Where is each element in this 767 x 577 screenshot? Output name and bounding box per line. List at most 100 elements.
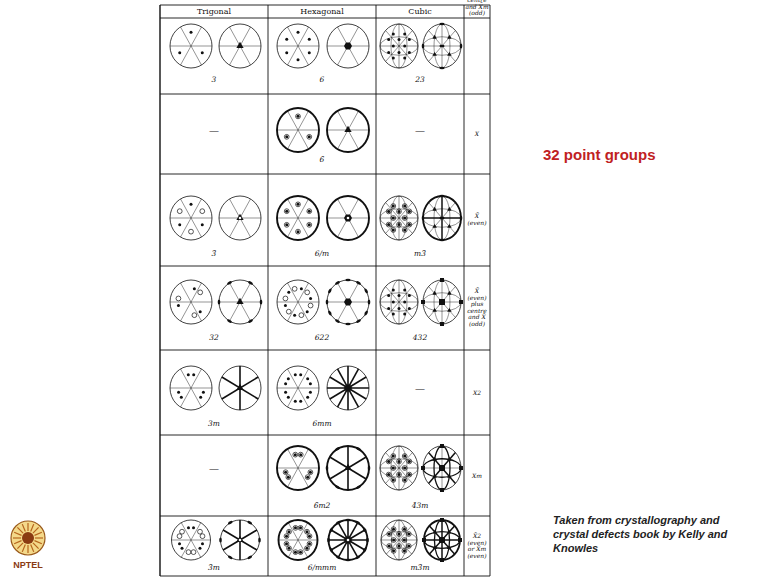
drawing-part xyxy=(27,545,28,553)
rotation-axis-symbol xyxy=(432,207,437,211)
fourfold-symbol xyxy=(439,299,445,305)
upper-pole xyxy=(287,291,290,294)
symmetry-line xyxy=(429,526,454,554)
point-group-symbol: 6/m xyxy=(315,250,329,258)
symmetry-line xyxy=(223,530,257,550)
primitive-circle xyxy=(170,280,212,324)
lower-pole xyxy=(397,459,402,464)
lower-pole xyxy=(298,550,303,555)
upper-pole xyxy=(297,115,300,118)
lower-pole xyxy=(391,527,396,532)
upper-pole xyxy=(398,38,401,41)
upper-pole xyxy=(187,373,190,376)
table-rule xyxy=(376,5,377,576)
upper-pole xyxy=(297,230,300,233)
upper-pole xyxy=(285,38,288,41)
rotation-axis-symbol xyxy=(447,207,452,211)
upper-pole xyxy=(392,312,395,315)
pole-stereogram xyxy=(170,196,212,240)
lower-pole xyxy=(402,454,407,459)
point-group-symbol: m3̄ xyxy=(414,250,426,258)
great-circle xyxy=(380,209,418,227)
upper-pole xyxy=(285,542,288,545)
primitive-circle xyxy=(277,108,319,152)
symmetry-stereogram xyxy=(422,518,462,562)
pole-stereogram xyxy=(277,280,319,324)
upper-pole xyxy=(398,223,401,226)
fourfold-symbol xyxy=(422,538,426,542)
lower-pole xyxy=(407,459,412,464)
symmetry-line xyxy=(429,202,456,233)
source-caption: Taken from crystallography and crystal d… xyxy=(553,514,738,555)
point-group-symbol: 6̄m2 xyxy=(314,502,331,510)
upper-pole xyxy=(392,467,395,470)
centre-symbol xyxy=(239,539,242,542)
rotation-axis-symbol xyxy=(447,474,452,478)
twofold-symbol xyxy=(364,288,369,294)
upper-pole xyxy=(306,476,309,479)
rotation-axis-symbol xyxy=(433,530,438,534)
point-group-symbol: 6̄ xyxy=(320,156,325,164)
upper-pole xyxy=(387,223,390,226)
pole-stereogram xyxy=(277,366,319,410)
upper-pole xyxy=(392,455,395,458)
rotation-axis-symbol xyxy=(432,457,437,461)
empty-cell-dash: — xyxy=(415,383,425,394)
symmetry-line xyxy=(230,199,251,237)
twofold-symbol xyxy=(356,319,362,324)
upper-pole xyxy=(392,33,395,36)
drawing-part xyxy=(22,544,25,551)
lower-pole xyxy=(308,470,313,475)
primitive-circle xyxy=(277,24,319,68)
lower-pole xyxy=(407,209,412,214)
symmetry-line xyxy=(429,452,456,483)
symmetry-line xyxy=(288,283,309,321)
upper-pole xyxy=(288,530,291,533)
upper-pole xyxy=(407,532,410,535)
lower-pole xyxy=(386,459,391,464)
upper-pole xyxy=(285,210,288,213)
rotation-axis-symbol xyxy=(236,384,243,390)
upper-pole xyxy=(192,526,195,529)
upper-pole xyxy=(297,203,300,206)
symmetry-line xyxy=(429,452,456,483)
drawing-part xyxy=(34,532,41,535)
lower-pole xyxy=(292,286,297,291)
upper-pole xyxy=(392,478,395,481)
upper-pole xyxy=(408,294,411,297)
symmetry-line xyxy=(338,199,359,237)
drawing-part xyxy=(22,524,25,531)
lower-pole xyxy=(307,134,312,139)
row-rule-label: X2 or Xm plus centre and X̄m (odd) xyxy=(465,0,490,16)
primitive-circle xyxy=(327,280,369,324)
primitive-circle xyxy=(329,520,368,560)
symmetry-line xyxy=(222,377,258,399)
twofold-symbol xyxy=(248,319,254,324)
table-rule xyxy=(160,435,490,436)
lower-pole xyxy=(286,309,291,314)
upper-pole xyxy=(299,453,302,456)
lower-pole xyxy=(402,527,407,532)
point-group-symbol: 3̄ xyxy=(212,250,217,258)
symmetry-line xyxy=(288,27,309,65)
drawing-part xyxy=(22,532,34,544)
primitive-circle xyxy=(380,280,418,324)
twofold-symbol xyxy=(335,485,341,490)
twofold-symbol xyxy=(460,43,463,48)
row-rule-label: X̄2 (even) or X̄m (even) xyxy=(465,533,490,559)
upper-pole xyxy=(199,310,202,313)
lower-pole xyxy=(407,222,412,227)
lower-pole xyxy=(177,534,182,539)
upper-pole xyxy=(181,547,184,550)
upper-pole xyxy=(403,228,406,231)
upper-pole xyxy=(309,391,312,394)
lower-pole xyxy=(397,532,402,537)
primitive-circle xyxy=(327,196,369,240)
lower-pole xyxy=(391,204,396,209)
symmetry-line xyxy=(386,452,413,483)
symmetry-line xyxy=(219,218,261,219)
point-group-symbol: 32 xyxy=(209,334,219,342)
lower-pole xyxy=(402,204,407,209)
lower-pole xyxy=(307,534,312,539)
table-rule xyxy=(160,576,490,577)
